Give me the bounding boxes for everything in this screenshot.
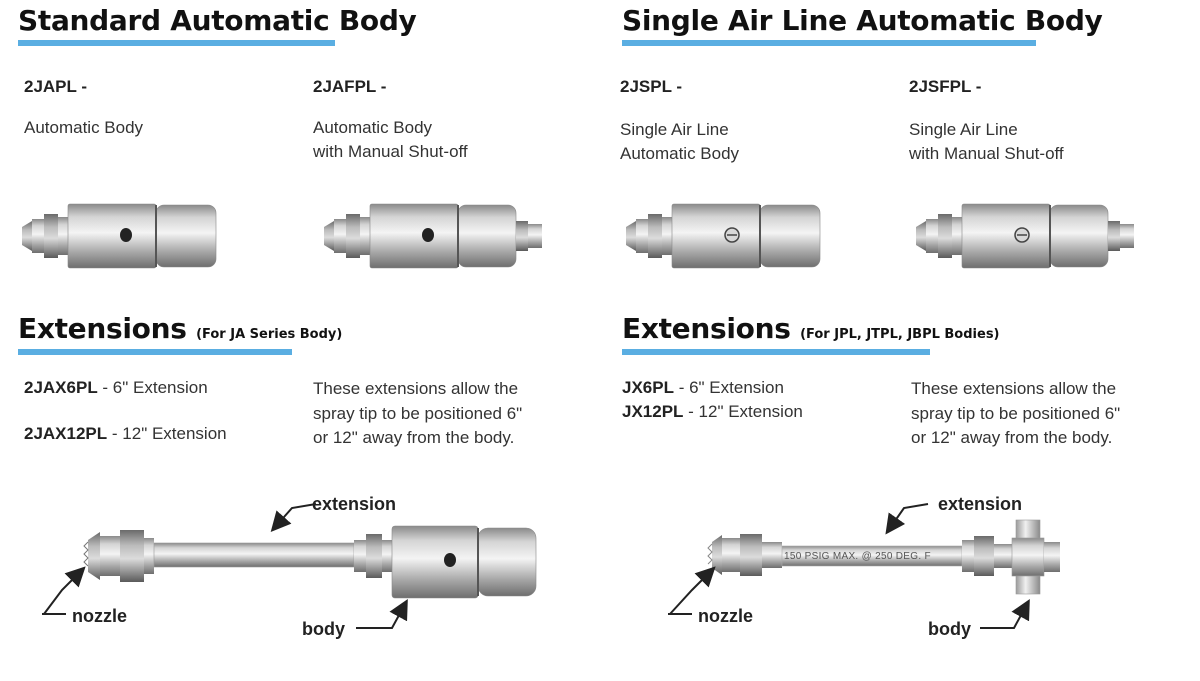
left-extensions-title: Extensions (For JA Series Body) [18,312,343,345]
product-code-2japl: 2JAPL - [24,77,87,96]
right-section-title: Single Air Line Automatic Body [622,4,1103,37]
left-extensions-paragraph: These extensions allow the spray tip to … [313,379,523,447]
product-code-2jspl: 2JSPL - [620,77,683,96]
right-extensions-paragraph: These extensions allow the spray tip to … [911,379,1121,447]
callout-body-right: body [928,619,971,639]
product-code-2jsfpl: 2JSFPL - [909,77,982,96]
product-desc-2jsfpl: Single Air Line with Manual Shut-off [909,120,1064,163]
extension-item-jx12pl: JX12PL - 12" Extension [622,402,803,421]
jpl-extension-assembly-image [668,503,1060,629]
callout-nozzle-right: nozzle [698,606,754,626]
right-title-underline [622,40,1036,46]
tube-print: 150 PSIG MAX. @ 250 DEG. F [784,551,931,562]
extension-item-2jax12pl: 2JAX12PL - 12" Extension [24,424,227,443]
left-extensions-underline [18,349,292,355]
callout-nozzle-left: nozzle [72,606,128,626]
product-desc-2japl: Automatic Body [24,118,144,137]
callout-extension-left: extension [312,494,397,514]
callout-body-left: body [302,619,345,639]
single-air-line-shutoff-image [916,203,1134,269]
extension-item-2jax6pl: 2JAX6PL - 6" Extension [24,378,208,397]
ja-extension-assembly-image [42,503,537,629]
extension-item-jx6pl: JX6PL - 6" Extension [622,378,784,397]
right-extensions-underline [622,349,930,355]
left-section-title: Standard Automatic Body [18,4,417,37]
product-desc-2jspl: Single Air Line Automatic Body [620,120,740,163]
automatic-body-image [22,203,217,269]
automatic-body-shutoff-image [324,203,542,269]
right-extensions-title: Extensions (For JPL, JTPL, JBPL Bodies) [622,312,1000,345]
callout-extension-right: extension [938,494,1023,514]
product-code-2jafpl: 2JAFPL - [313,77,387,96]
left-title-underline [18,40,335,46]
product-desc-2jafpl: Automatic Body with Manual Shut-off [313,118,468,161]
single-air-line-body-image [626,203,821,269]
